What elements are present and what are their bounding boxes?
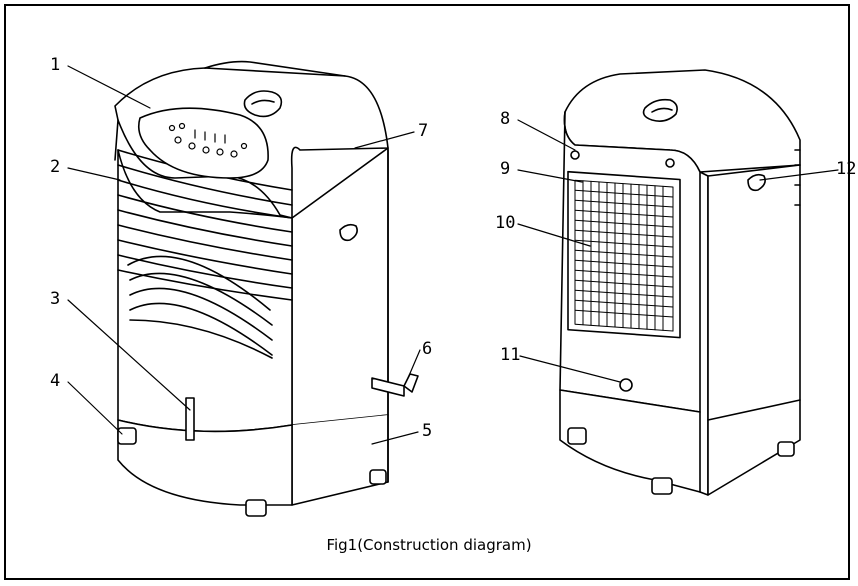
lower-vents (127, 255, 273, 359)
figure-caption: Fig1(Construction diagram) (326, 536, 532, 554)
rear-casters (567, 427, 795, 495)
label-1: 1 (50, 55, 60, 75)
water-tank (117, 419, 293, 506)
front-casters (117, 427, 387, 517)
label-2: 2 (50, 157, 60, 177)
figure-frame (4, 4, 850, 580)
label-4: 4 (50, 371, 60, 391)
rear-unit (559, 69, 801, 496)
filter-grid (574, 179, 674, 332)
label-10: 10 (495, 213, 515, 233)
label-6: 6 (422, 339, 432, 359)
label-11: 11 (500, 345, 520, 365)
label-12: 12 (836, 159, 856, 179)
side-grip (339, 223, 358, 242)
drain-plug (619, 378, 633, 392)
leader-lines (67, 65, 839, 445)
rear-side-grip (747, 173, 766, 192)
control-buttons (168, 122, 248, 158)
top-handle (243, 90, 283, 118)
upper-louvres (117, 149, 293, 301)
water-level-window (185, 397, 195, 441)
label-5: 5 (422, 421, 432, 441)
part-labels: 1 2 3 4 5 6 7 8 9 10 11 12 (50, 55, 856, 441)
front-unit (114, 60, 419, 517)
rear-side-panel (707, 164, 801, 496)
label-7: 7 (418, 121, 428, 141)
label-9: 9 (500, 159, 510, 179)
screw (570, 150, 580, 160)
label-3: 3 (50, 289, 60, 309)
screw (665, 158, 675, 168)
label-8: 8 (500, 109, 510, 129)
